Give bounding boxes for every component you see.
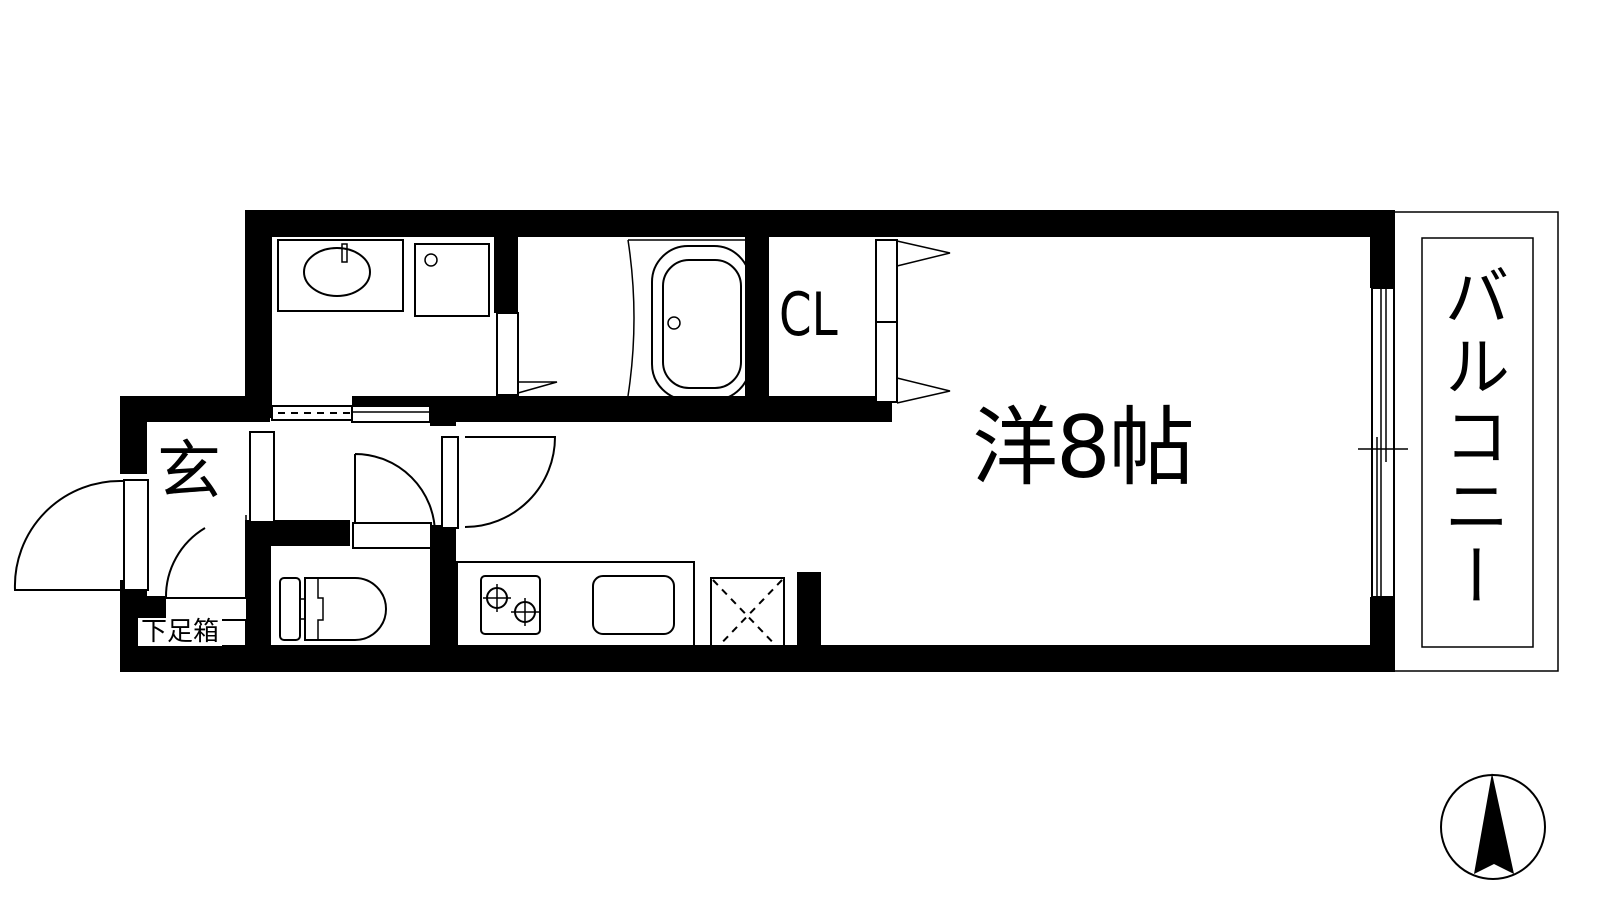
stove	[480, 575, 541, 635]
room-door	[441, 436, 557, 529]
north-arrow-icon	[1440, 773, 1546, 880]
kitchen-sink	[592, 575, 675, 635]
balcony-window	[1358, 287, 1408, 598]
washroom-sliding-door	[271, 405, 431, 423]
toilet-door	[352, 453, 436, 549]
bath-door	[496, 312, 558, 396]
entrance-label: 玄	[157, 435, 221, 509]
closet-doors	[875, 239, 951, 404]
closet-label: CL	[779, 280, 838, 350]
shoe-cabinet-label: 下足箱	[138, 618, 223, 646]
entrance-step	[164, 515, 248, 621]
washing-machine-pan	[414, 243, 490, 317]
refrigerator-space	[710, 577, 785, 655]
washbasin	[277, 239, 404, 312]
entrance-door	[13, 479, 149, 591]
exterior-walls	[120, 210, 1395, 672]
kitchen-counter	[456, 561, 695, 647]
toilet-fixture	[279, 577, 387, 641]
balcony-label: バルコニー	[1433, 262, 1510, 612]
main-room-label: 洋8帖	[972, 398, 1195, 498]
corridor-jambs	[249, 431, 275, 523]
bathtub	[627, 239, 751, 401]
